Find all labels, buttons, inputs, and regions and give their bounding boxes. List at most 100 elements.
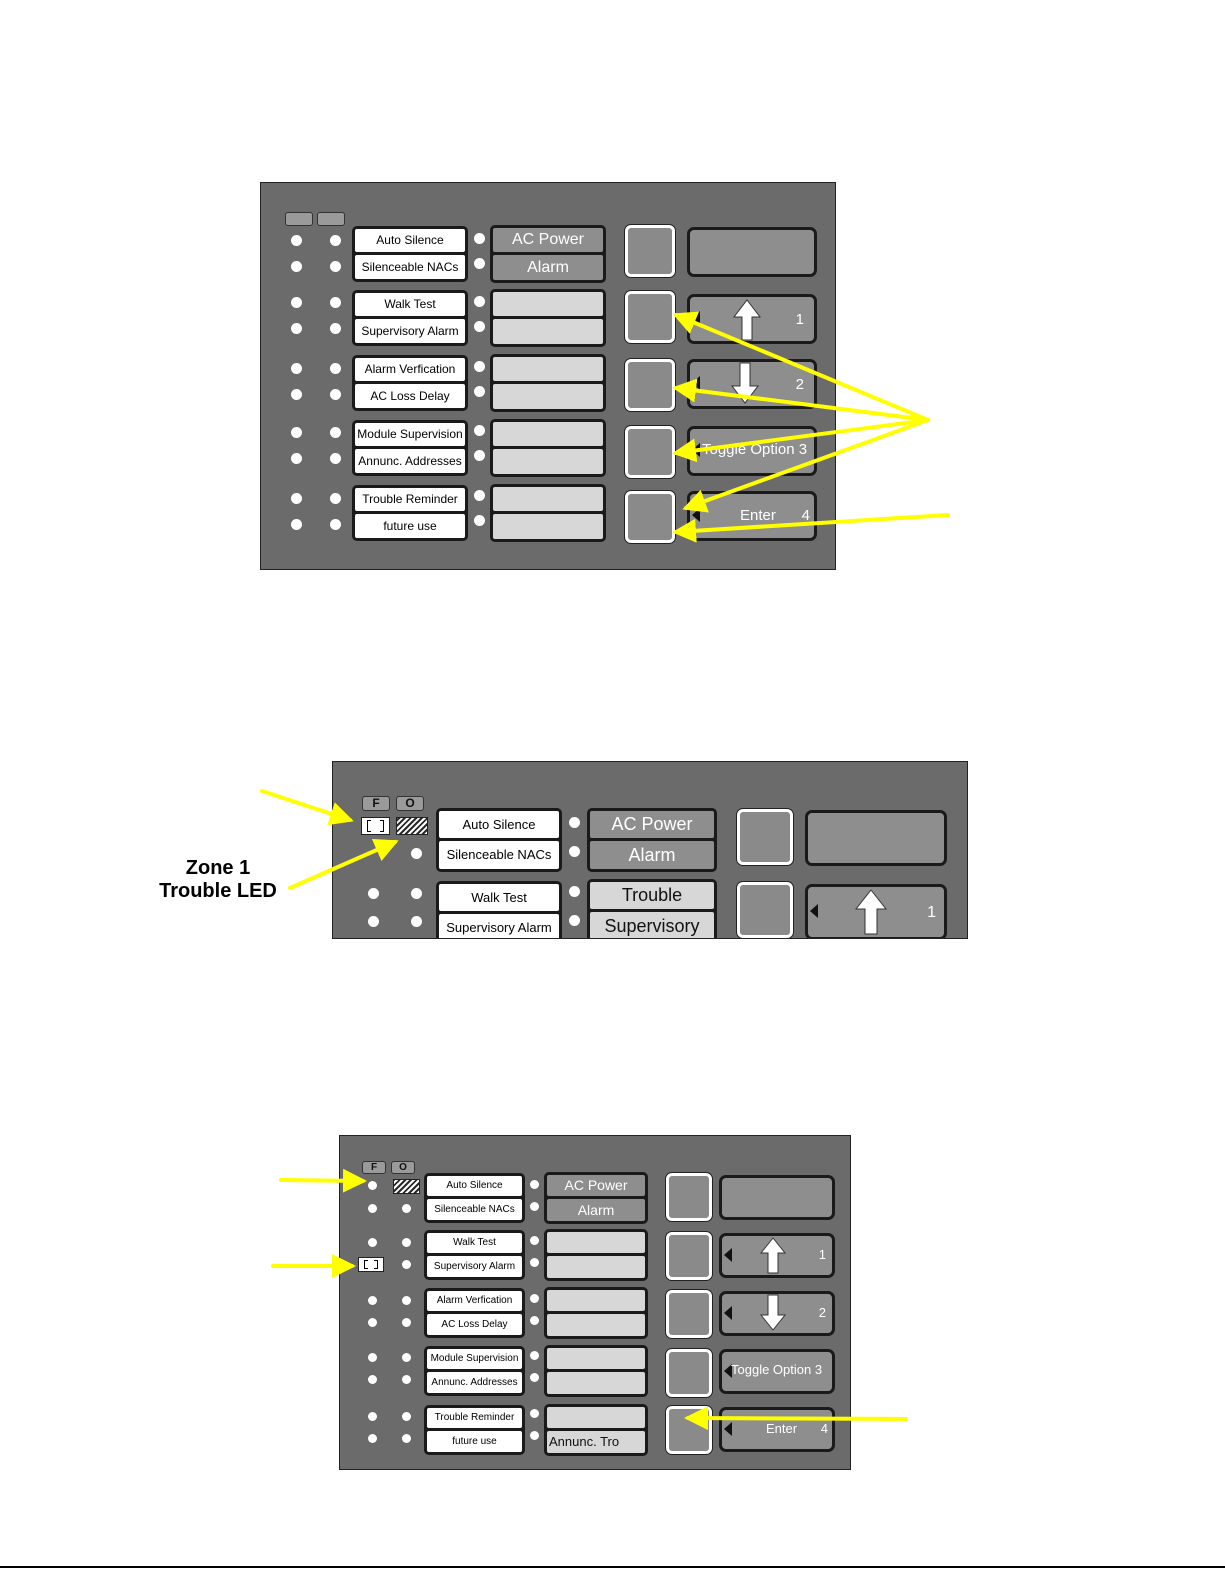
status-slot-blank: [547, 1407, 645, 1428]
zone1-trouble-led-callout: Zone 1 Trouble LED: [150, 857, 286, 903]
led: [530, 1180, 539, 1189]
led: [330, 323, 341, 334]
select-button-5[interactable]: [625, 491, 675, 543]
zone1-fire-led-hatched: [393, 1179, 420, 1194]
status-slot-blank: [493, 384, 603, 409]
led: [402, 1353, 411, 1362]
up-arrow-key[interactable]: 1: [805, 884, 947, 938]
status-slot-blank: [547, 1314, 645, 1336]
led: [530, 1236, 539, 1245]
status-group-4: [544, 1345, 648, 1397]
display-window: [719, 1175, 835, 1220]
led: [368, 1353, 377, 1362]
label-group-3: Alarm Verfication AC Loss Delay: [352, 355, 468, 411]
status-ac-power: AC Power: [493, 228, 603, 252]
label-future-use: future use: [355, 514, 465, 538]
key-number: 4: [801, 507, 810, 524]
led: [368, 1296, 377, 1305]
led: [330, 519, 341, 530]
label-group-3: Alarm Verfication AC Loss Delay: [424, 1288, 525, 1338]
label-alarm-verification: Alarm Verfication: [355, 358, 465, 381]
led: [291, 323, 302, 334]
toggle-option-key[interactable]: Toggle Option 3: [719, 1349, 835, 1394]
led: [530, 1258, 539, 1267]
up-arrow-key[interactable]: 1: [687, 294, 817, 344]
led: [474, 258, 485, 269]
label-group-5: Trouble Reminder future use: [352, 485, 468, 541]
label-group-5: Trouble Reminder future use: [424, 1405, 525, 1455]
led: [474, 233, 485, 244]
led: [569, 915, 580, 926]
led: [530, 1351, 539, 1360]
zone-header-blank-1: [285, 212, 313, 226]
key-number: 1: [818, 1247, 826, 1262]
zone-trouble-led: [358, 1257, 384, 1272]
led: [402, 1318, 411, 1327]
select-button-5[interactable]: [666, 1406, 712, 1454]
label-group-2: Walk Test Supervisory Alarm: [436, 881, 562, 938]
status-slot-blank: [493, 487, 603, 511]
select-button-1[interactable]: [666, 1173, 712, 1221]
led: [291, 493, 302, 504]
led: [330, 235, 341, 246]
label-silenceable-nacs: Silenceable NACs: [439, 841, 559, 869]
enter-key[interactable]: Enter 4: [719, 1407, 835, 1452]
led: [569, 846, 580, 857]
label-trouble-reminder: Trouble Reminder: [427, 1408, 522, 1428]
label-group-1: Auto Silence Silenceable NACs: [424, 1173, 525, 1223]
select-button-1[interactable]: [625, 225, 675, 277]
pointer-icon: [724, 1422, 732, 1436]
status-alarm: Alarm: [493, 255, 603, 280]
select-button-2[interactable]: [625, 291, 675, 343]
led: [411, 916, 422, 927]
led: [402, 1412, 411, 1421]
led: [368, 1318, 377, 1327]
label-supervisory-alarm: Supervisory Alarm: [439, 914, 559, 938]
pointer-icon: [724, 1306, 732, 1320]
toggle-option-key[interactable]: Toggle Option 3: [687, 426, 817, 476]
page-bottom-rule: [0, 1566, 1225, 1568]
label-ac-loss-delay: AC Loss Delay: [427, 1314, 522, 1335]
status-slot-blank: [547, 1290, 645, 1311]
status-ac-power: AC Power: [547, 1175, 645, 1196]
zone-header-fire: F: [362, 796, 390, 811]
label-group-1: Auto Silence Silenceable NACs: [436, 808, 562, 872]
select-button-3[interactable]: [666, 1290, 712, 1338]
led: [474, 386, 485, 397]
status-annunc-tro: Annunc. Tro: [547, 1431, 645, 1453]
led: [330, 297, 341, 308]
label-alarm-verification: Alarm Verfication: [427, 1291, 522, 1311]
arrow-down-icon: [760, 1294, 786, 1331]
up-arrow-key[interactable]: 1: [719, 1233, 835, 1278]
arrow-up-icon: [732, 299, 762, 341]
select-button-1[interactable]: [737, 809, 793, 865]
status-group-1: AC Power Alarm: [490, 225, 606, 283]
pointer-icon: [810, 904, 818, 918]
zone1-fire-led-hatched: [396, 817, 428, 835]
zone-header-other: O: [391, 1161, 415, 1174]
label-supervisory-alarm: Supervisory Alarm: [427, 1256, 522, 1277]
label-walk-test: Walk Test: [427, 1233, 522, 1253]
callout-line-1: Zone 1: [185, 857, 251, 879]
select-button-3[interactable]: [625, 359, 675, 411]
annunciator-panel-top: Auto Silence Silenceable NACs Walk Test …: [260, 182, 836, 570]
status-group-3: [490, 354, 606, 412]
display-window: [687, 227, 817, 277]
toggle-option-label: Toggle Option 3: [702, 441, 808, 458]
label-walk-test: Walk Test: [439, 884, 559, 911]
led: [411, 888, 422, 899]
led: [330, 389, 341, 400]
down-arrow-key[interactable]: 2: [687, 359, 817, 409]
select-button-2[interactable]: [666, 1232, 712, 1280]
pointer-icon: [724, 1364, 732, 1378]
enter-key[interactable]: Enter 4: [687, 491, 817, 541]
select-button-4[interactable]: [625, 426, 675, 478]
label-auto-silence: Auto Silence: [439, 811, 559, 838]
select-button-4[interactable]: [666, 1349, 712, 1397]
select-button-2[interactable]: [737, 882, 793, 938]
down-arrow-key[interactable]: 2: [719, 1291, 835, 1336]
label-annunc-addresses: Annunc. Addresses: [355, 449, 465, 473]
led: [530, 1409, 539, 1418]
status-alarm: Alarm: [590, 841, 714, 869]
label-silenceable-nacs: Silenceable NACs: [355, 255, 465, 279]
